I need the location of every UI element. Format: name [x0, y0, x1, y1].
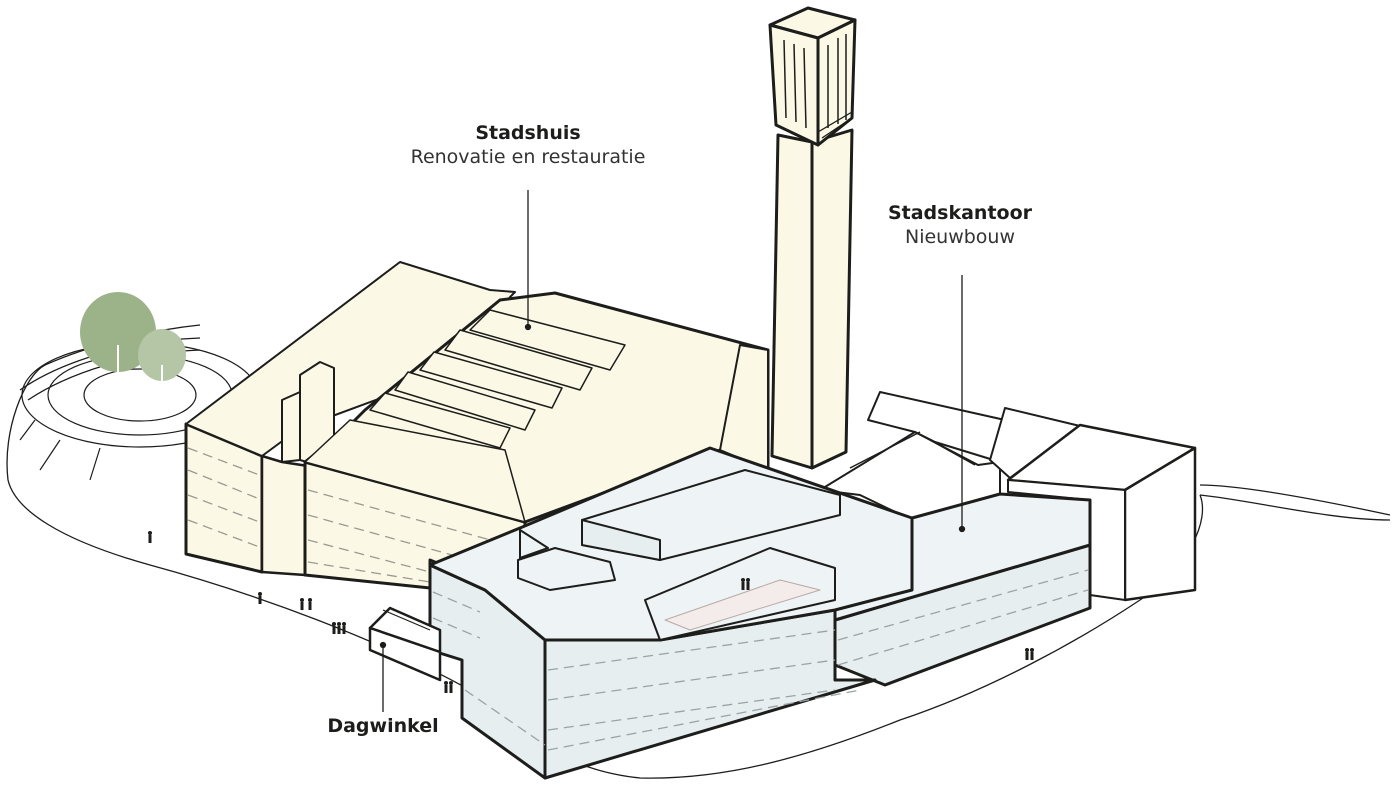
stadskantoor-floor-lines [432, 569, 1089, 751]
stadshuis-building [184, 261, 770, 602]
person-figure [741, 578, 750, 590]
label-stadskantoor: Stadskantoor Nieuwbouw [860, 201, 1060, 249]
label-dagwinkel-title: Dagwinkel [327, 715, 439, 737]
person-figure [300, 598, 312, 610]
person-figure [444, 681, 453, 693]
stadskantoor-building [428, 446, 1092, 780]
label-dagwinkel: Dagwinkel [313, 714, 453, 738]
tower [768, 6, 857, 470]
person-figure [258, 592, 262, 604]
tree-small [138, 329, 186, 405]
stadshuis-floor-lines [187, 447, 521, 583]
tree-large [80, 292, 156, 402]
label-stadshuis-title: Stadshuis [475, 122, 581, 144]
label-stadshuis: Stadshuis Renovatie en restauratie [378, 121, 678, 169]
label-stadskantoor-subtitle: Nieuwbouw [904, 226, 1016, 248]
neighbour-buildings [819, 391, 1197, 602]
person-figure [148, 531, 152, 543]
person-figure [1025, 648, 1034, 660]
label-stadskantoor-title: Stadskantoor [887, 202, 1033, 224]
label-stadshuis-subtitle: Renovatie en restauratie [410, 146, 646, 168]
leader-lines [379, 190, 966, 712]
person-figure [332, 622, 346, 634]
people-figures [148, 531, 1034, 693]
dagwinkel-pavilion [368, 606, 442, 682]
